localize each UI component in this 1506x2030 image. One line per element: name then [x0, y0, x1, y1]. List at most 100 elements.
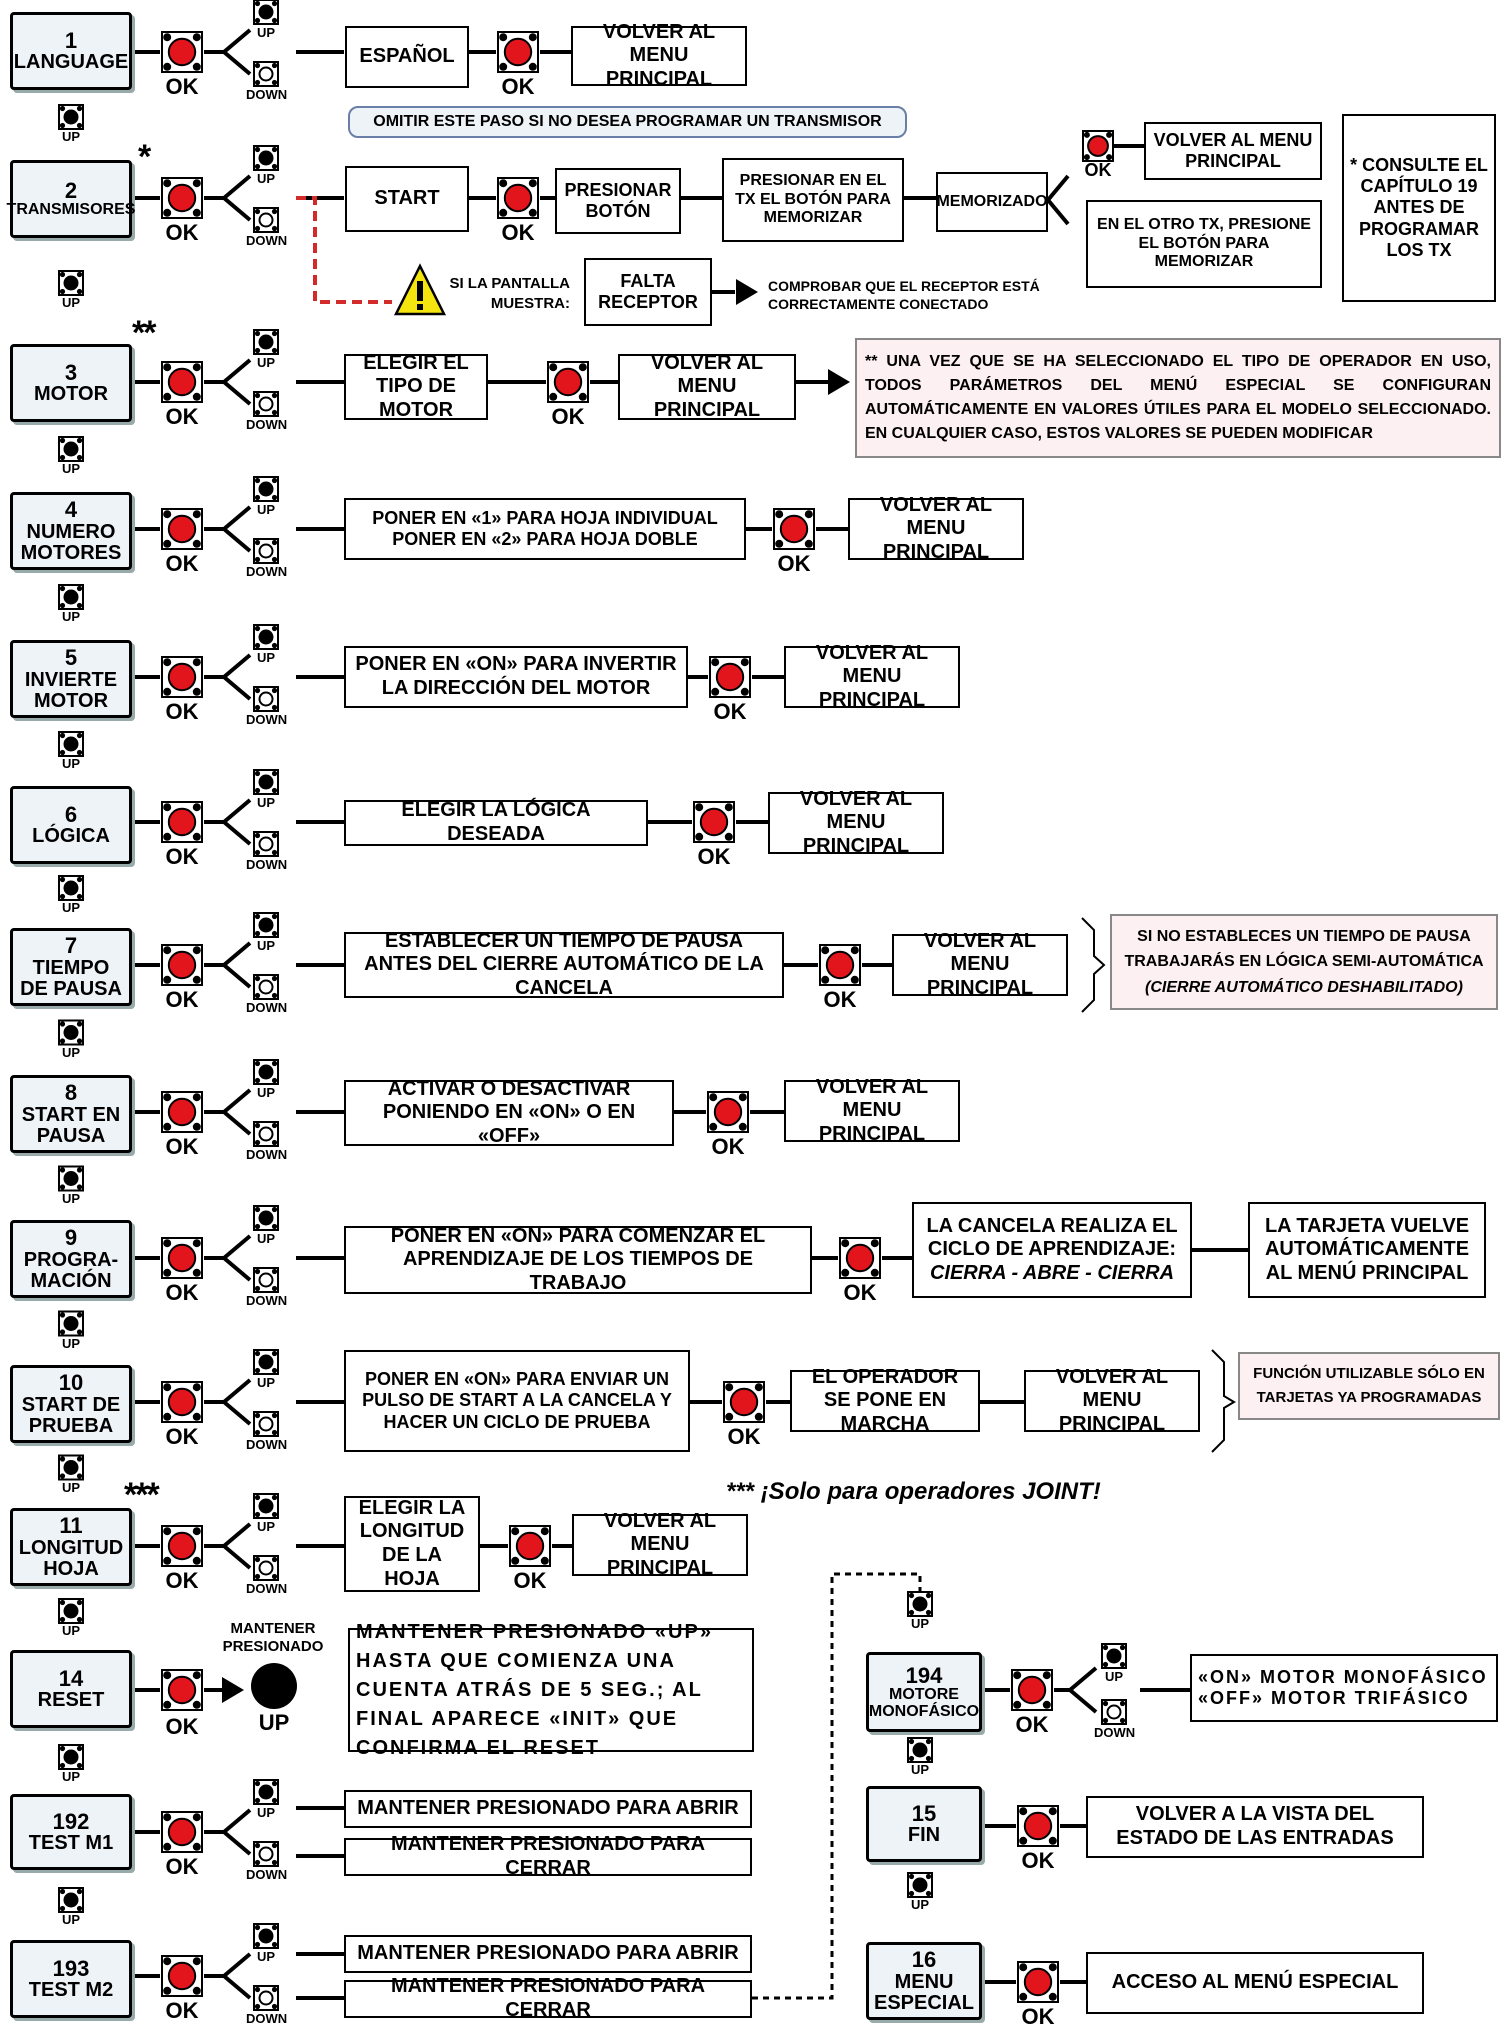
- down-button-icon[interactable]: [253, 1411, 279, 1437]
- up-button-icon[interactable]: [253, 912, 279, 938]
- down-button-icon[interactable]: [253, 1985, 279, 2011]
- back-to-main-menu[interactable]: VOLVER AL MENU PRINCIPAL: [784, 642, 960, 711]
- up-button-icon[interactable]: [58, 104, 84, 130]
- up-button-icon[interactable]: [253, 145, 279, 171]
- ok-button-icon[interactable]: [161, 656, 203, 698]
- back-to-main-menu[interactable]: VOLVER AL MENU PRINCIPAL: [848, 494, 1024, 563]
- access-special-menu[interactable]: ACCESO AL MENÚ ESPECIAL: [1086, 1952, 1424, 2014]
- back-to-main-menu[interactable]: VOLVER AL MENU PRINCIPAL: [1024, 1366, 1200, 1435]
- down-button-icon[interactable]: [253, 974, 279, 1000]
- up-button-icon[interactable]: [58, 875, 84, 901]
- up-button-icon[interactable]: [907, 1591, 933, 1617]
- up-button-icon[interactable]: [58, 1454, 84, 1481]
- up-button-icon[interactable]: [253, 1923, 279, 1949]
- ok-button-icon[interactable]: [1082, 130, 1114, 162]
- down-button-icon[interactable]: [253, 1267, 279, 1293]
- up-button-icon[interactable]: [58, 1887, 84, 1913]
- ok-button-icon[interactable]: [723, 1381, 765, 1423]
- down-button-icon[interactable]: [253, 1121, 279, 1147]
- back-to-main-menu[interactable]: VOLVER AL MENU PRINCIPAL: [572, 1510, 748, 1579]
- down-button-icon[interactable]: [253, 686, 279, 712]
- back-to-main-menu[interactable]: VOLVER AL MENU PRINCIPAL: [618, 352, 796, 421]
- back-to-inputs-view[interactable]: VOLVER A LA VISTA DEL ESTADO DE LAS ENTR…: [1086, 1796, 1424, 1858]
- ok-button-icon[interactable]: [839, 1237, 881, 1279]
- ok-button-icon[interactable]: [509, 1525, 551, 1567]
- back-to-main-menu[interactable]: VOLVER AL MENU PRINCIPAL: [892, 930, 1068, 999]
- up-button-icon[interactable]: [58, 1744, 84, 1770]
- up-button-icon[interactable]: [58, 731, 84, 757]
- ok-button-icon[interactable]: [707, 1091, 749, 1133]
- hold-to-open[interactable]: MANTENER PRESIONADO PARA ABRIR: [344, 1790, 752, 1828]
- up-button-icon[interactable]: [58, 1598, 84, 1624]
- up-button-icon[interactable]: [253, 329, 279, 355]
- down-button-icon[interactable]: [253, 831, 279, 857]
- down-button-icon[interactable]: [1101, 1699, 1127, 1725]
- ok-button-icon[interactable]: [1017, 1805, 1059, 1847]
- up-button-icon[interactable]: [58, 436, 84, 462]
- ok-button-icon[interactable]: [161, 177, 203, 219]
- back-to-main-menu[interactable]: VOLVER AL MENU PRINCIPAL: [1144, 122, 1322, 180]
- ok-button-icon[interactable]: [547, 361, 589, 403]
- up-button-icon[interactable]: [253, 769, 279, 795]
- up-button-icon[interactable]: [1101, 1643, 1127, 1669]
- hold-to-close[interactable]: MANTENER PRESIONADO PARA CERRAR: [344, 1975, 752, 2021]
- back-to-main-menu[interactable]: VOLVER AL MENU PRINCIPAL: [768, 788, 944, 857]
- ok-button-icon[interactable]: [497, 177, 539, 219]
- up-button-icon[interactable]: [253, 1779, 279, 1805]
- ok-button-icon[interactable]: [161, 801, 203, 843]
- back-to-main-menu[interactable]: VOLVER AL MENU PRINCIPAL: [784, 1076, 960, 1145]
- ok-button-icon[interactable]: [819, 944, 861, 986]
- down-button-icon[interactable]: [253, 391, 279, 417]
- ok-button-icon[interactable]: [693, 801, 735, 843]
- ok-button-icon[interactable]: [1017, 1961, 1059, 2003]
- up-button-icon[interactable]: [253, 1205, 279, 1231]
- up-button-icon[interactable]: [253, 1349, 279, 1375]
- up-button-icon[interactable]: [907, 1872, 933, 1898]
- up-button-icon[interactable]: [253, 1493, 279, 1519]
- ok-button-icon[interactable]: [161, 1955, 203, 1997]
- down-button-icon[interactable]: [253, 1555, 279, 1581]
- ok-button-icon[interactable]: [161, 1525, 203, 1567]
- up-button-icon[interactable]: [58, 1310, 84, 1337]
- down-button-icon[interactable]: [253, 207, 279, 233]
- up-button-icon[interactable]: [253, 624, 279, 650]
- ok-button-icon[interactable]: [773, 508, 815, 550]
- ok-button-icon[interactable]: [161, 1381, 203, 1423]
- down-button-icon[interactable]: [253, 1841, 279, 1867]
- ok-button-icon[interactable]: [161, 1237, 203, 1279]
- up-button-icon[interactable]: [58, 1019, 84, 1046]
- back-to-main-menu[interactable]: VOLVER AL MENU PRINCIPAL: [571, 21, 747, 90]
- ok-button-icon[interactable]: [161, 944, 203, 986]
- ok-button-icon[interactable]: [161, 361, 203, 403]
- ok-button-icon[interactable]: [161, 1811, 203, 1853]
- hold-to-open[interactable]: MANTENER PRESIONADO PARA ABRIR: [344, 1935, 752, 1973]
- up-button-icon[interactable]: [253, 0, 279, 25]
- ok-button-icon[interactable]: [1011, 1669, 1053, 1711]
- down-button-icon[interactable]: [253, 61, 279, 87]
- up-button-icon[interactable]: [58, 270, 84, 296]
- ok-button-icon[interactable]: [161, 1669, 203, 1711]
- up-button-icon[interactable]: [58, 584, 84, 610]
- down-button-icon[interactable]: [253, 538, 279, 564]
- up-button-icon[interactable]: [58, 1165, 84, 1192]
- hold-to-close[interactable]: MANTENER PRESIONADO PARA CERRAR: [344, 1833, 752, 1879]
- up-button-icon[interactable]: [253, 1059, 279, 1085]
- up-button-icon[interactable]: [253, 476, 279, 502]
